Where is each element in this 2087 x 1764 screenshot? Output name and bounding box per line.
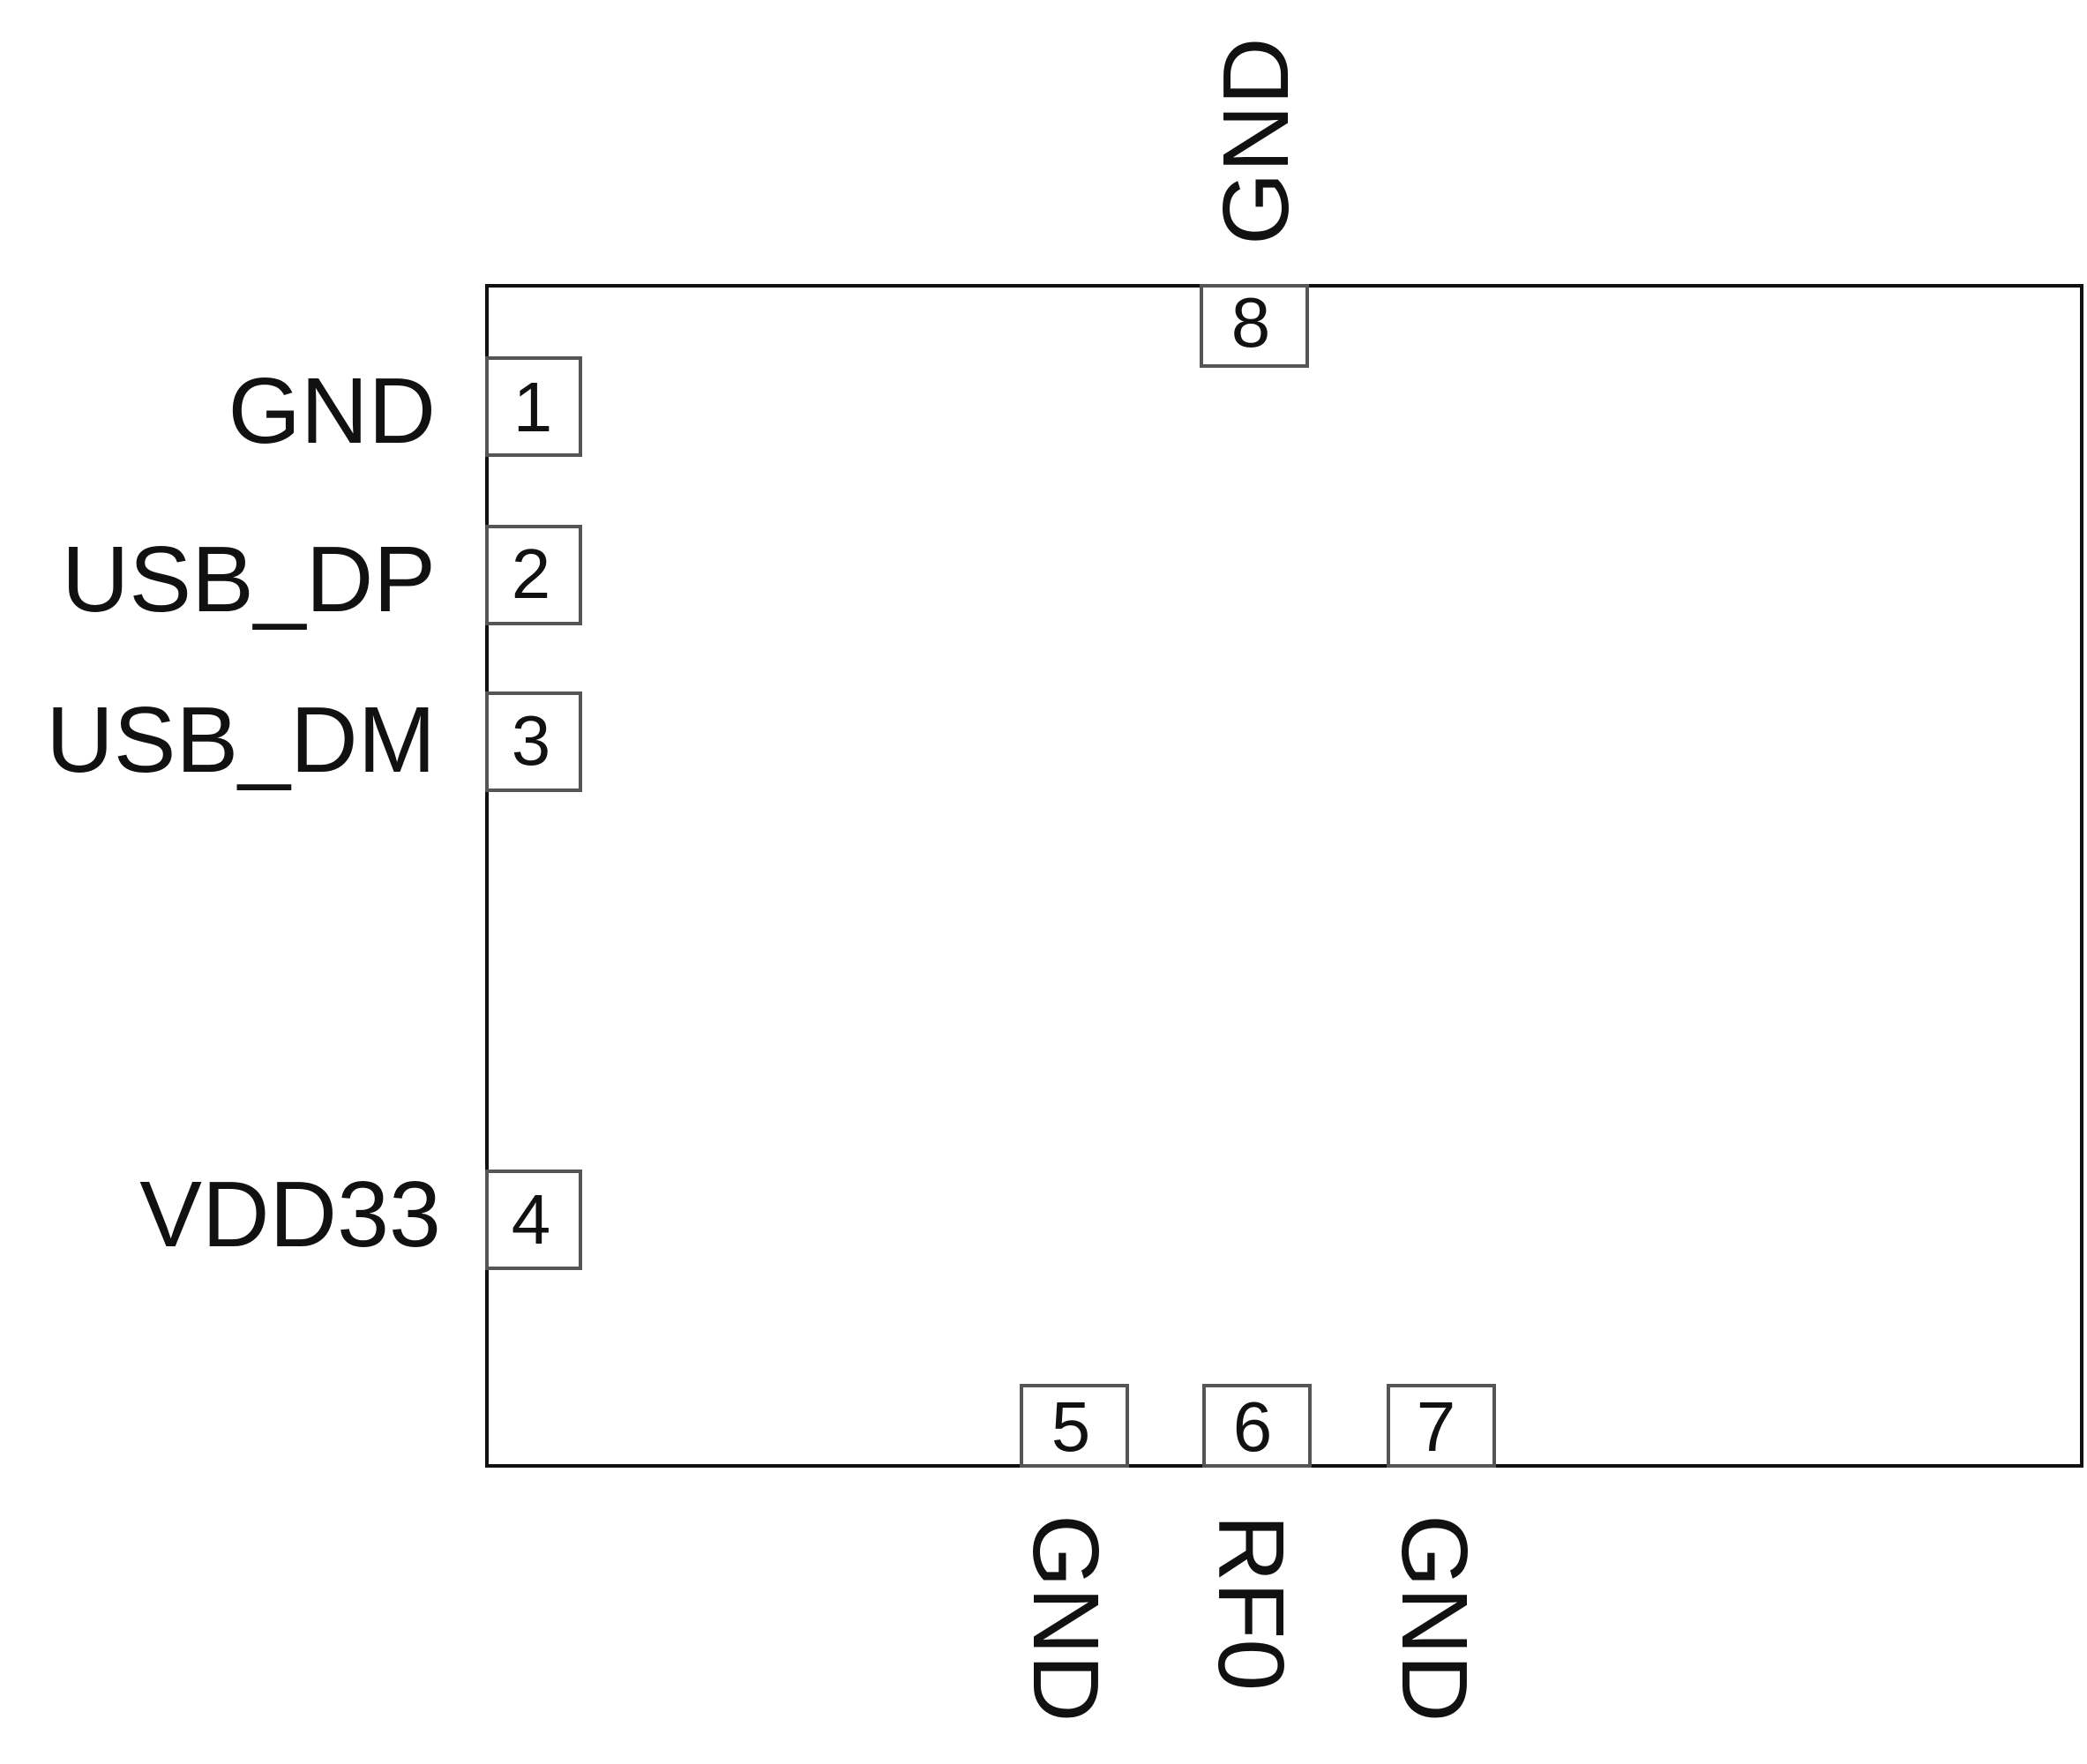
pin-7-label: GND [1382, 1514, 1486, 1723]
pin-3: 3 USB_DM [46, 688, 582, 792]
pin-5-box [1020, 1384, 1129, 1468]
pin-1-number: 1 [513, 368, 553, 446]
pin-8-number: 8 [1231, 283, 1271, 362]
component-body [485, 284, 2083, 1468]
pin-2-number: 2 [512, 534, 551, 613]
pin-5-label: GND [1014, 1514, 1118, 1723]
pin-2: 2 USB_DP [62, 525, 582, 632]
pin-7-box [1387, 1384, 1496, 1468]
pin-1-box [485, 356, 582, 457]
pin-8: 8 GND [1200, 37, 1309, 368]
pin-3-number: 3 [512, 701, 551, 780]
pin-4: 4 VDD33 [139, 1162, 582, 1270]
pin-6-number: 6 [1233, 1387, 1273, 1466]
pin-2-box [485, 525, 582, 625]
pin-6: 6 RF0 [1199, 1384, 1312, 1691]
pin-5: 5 GND [1014, 1384, 1129, 1723]
pin-1: 1 GND [228, 356, 582, 463]
pin-5-number: 5 [1051, 1387, 1091, 1466]
pin-8-box [1200, 284, 1309, 368]
pin-4-box [485, 1170, 582, 1270]
pin-4-number: 4 [512, 1180, 551, 1259]
pin-7-number: 7 [1417, 1387, 1456, 1466]
pin-8-label: GND [1204, 37, 1308, 245]
pin-2-label: USB_DP [62, 527, 436, 632]
pin-6-label: RF0 [1199, 1514, 1303, 1691]
pin-4-label: VDD33 [139, 1162, 441, 1267]
pin-3-box [485, 691, 582, 792]
pin-7: 7 GND [1382, 1384, 1496, 1723]
pin-3-label: USB_DM [46, 688, 436, 792]
pin-1-label: GND [228, 359, 436, 463]
pin-6-box [1202, 1384, 1312, 1468]
